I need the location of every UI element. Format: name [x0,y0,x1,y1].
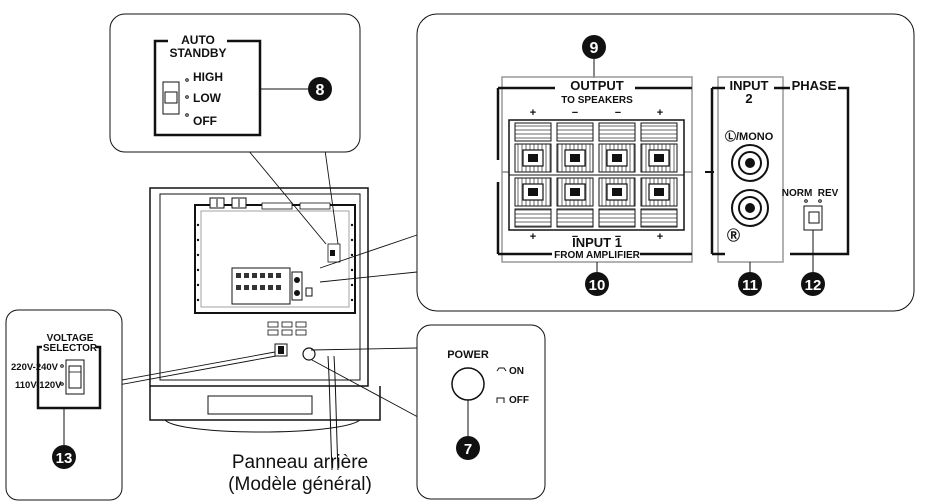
input1-plus-2: + [657,231,663,243]
auto-standby-title2: STANDBY [169,46,226,60]
output-plus-2: + [657,107,663,119]
input2-left-label: Ⓛ/MONO [725,129,774,143]
voltage-title2: SELECTOR [43,343,98,354]
callout-11-badge [738,272,762,296]
callout-13-badge [52,445,76,469]
terminal-zoom: 9 OUTPUT TO SPEAKERS + − − + [416,13,915,312]
output-title: OUTPUT [570,78,624,93]
callout-13: 13 [56,450,73,467]
callout-9: 9 [590,40,599,57]
caption-line-2: (Modèle général) [228,474,372,495]
voltage-title1: VOLTAGE [47,333,94,344]
voltage-selector-zoom: VOLTAGE SELECTOR 220V-240V 110V-120V 13 [5,309,123,501]
output-minus-2: − [615,107,621,119]
callout-9-badge [582,35,606,59]
auto-standby-low: LOW [193,91,222,105]
input1-title: INPUT 1 [572,235,622,250]
subwoofer-rear-view [149,187,381,471]
auto-standby-off: OFF [193,114,217,128]
output-plus-1: + [530,107,536,119]
input2-right-jack [731,189,769,227]
callout-12-badge [801,272,825,296]
input1-minus-1: − [572,231,578,243]
input2-left-jack [731,144,769,182]
callout-10: 10 [589,277,606,294]
callout-8-badge [308,77,332,101]
callout-8: 8 [316,82,325,99]
power-zoom: POWER ON OFF 7 [416,324,546,500]
power-button [451,367,485,401]
output-minus-1: − [572,107,578,119]
output-subtitle: TO SPEAKERS [561,95,633,106]
power-on: ON [509,366,524,377]
input1-subtitle: FROM AMPLIFIER [554,250,641,261]
phase-norm: NORM [782,188,813,199]
auto-standby-zoom: AUTO STANDBY HIGH LOW OFF 8 [109,13,361,153]
power-off: OFF [509,395,529,406]
phase-title: PHASE [792,78,837,93]
input2-title1: INPUT [730,78,769,93]
input1-plus-1: + [530,231,536,243]
power-title: POWER [447,349,489,361]
voltage-low: 110V-120V [15,380,62,391]
auto-standby-high: HIGH [193,70,223,84]
voltage-high: 220V-240V [11,362,59,373]
input2-right-label: Ⓡ [727,228,740,243]
callout-7: 7 [464,441,472,458]
callout-12: 12 [805,277,822,294]
callout-7-badge [456,436,480,460]
panel-caption: Panneau arrière (Modèle général) [150,452,450,496]
auto-standby-title1: AUTO [181,33,215,47]
caption-line-1: Panneau arrière [231,452,369,473]
phase-rev: REV [818,188,839,199]
input1-minus-2: − [615,231,621,243]
callout-11: 11 [742,277,758,294]
callout-10-badge [585,272,609,296]
input2-title2: 2 [745,91,752,106]
